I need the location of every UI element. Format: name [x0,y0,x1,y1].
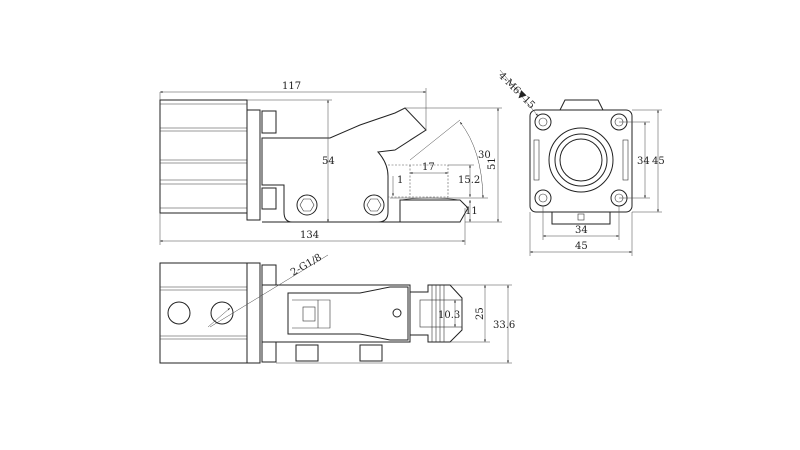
bolt-head [261,110,277,134]
thread-note: 4-M6▼15 [496,70,537,111]
top-view: 2-G1/8 10.3 25 33.6 [159,252,515,364]
side-view: 117 134 54 51 30 17 15.2 1 11 [159,81,502,245]
air-port [210,301,234,325]
end-plate-top [246,262,261,364]
bolt-head [261,264,277,286]
gripper-housing [261,107,427,223]
cylinder-grooves [160,286,247,340]
end-plate [246,109,261,221]
upper-jaw-edge [394,107,427,141]
dim-34-vertical: 34 [637,156,650,167]
front-view: 4-M6▼15 34 45 34 45 [496,69,665,256]
hidden-jaw-outline [388,164,449,198]
dim-45-vertical: 45 [652,156,665,167]
dim-51: 51 [487,157,498,170]
dim-10-3: 10.3 [438,310,460,321]
dim-17: 17 [422,162,435,173]
cylinder-grooves [160,103,247,209]
dimension-lines [207,254,512,364]
top-jaw [559,99,604,111]
mounting-block [295,344,319,362]
side-slot [622,139,629,181]
hex-socket-bolt [363,194,385,216]
jaw-serrations [431,285,445,342]
dim-angle-30: 30 [478,150,491,161]
dim-117: 117 [282,81,301,92]
air-port [167,301,191,325]
hex-socket-bolt [296,194,318,216]
cylinder-body [159,99,248,214]
dimension-lines [499,69,662,256]
dim-15-2: 15.2 [458,175,480,186]
bottom-jaw [551,211,611,225]
dim-134: 134 [300,230,319,241]
dim-45-horizontal: 45 [575,241,588,252]
dimension-lines [159,88,502,245]
bolt-head [261,187,277,210]
dim-11: 11 [465,206,478,217]
dim-54: 54 [322,156,335,167]
linkage-outline [287,286,409,341]
dim-25: 25 [475,307,486,320]
jaw-top [409,284,463,343]
bolt-head [261,341,277,363]
lower-jaw [262,199,469,223]
mounting-block [359,344,383,362]
side-slot [533,139,540,181]
port-note: 2-G1/8 [289,252,324,278]
piston-bore [548,127,614,193]
jaw-slot [577,213,585,221]
dim-34-horizontal: 34 [575,225,588,236]
dim-1: 1 [397,175,403,186]
pin [392,308,402,318]
dim-33-6: 33.6 [493,320,515,331]
piston-face [559,138,603,182]
gripper-housing-top [261,284,411,343]
piston-ring [554,133,608,187]
cylinder-body-top [159,262,248,364]
linkage-block [302,306,316,322]
linkage-slot [292,299,331,329]
jaw-channel [419,299,463,328]
